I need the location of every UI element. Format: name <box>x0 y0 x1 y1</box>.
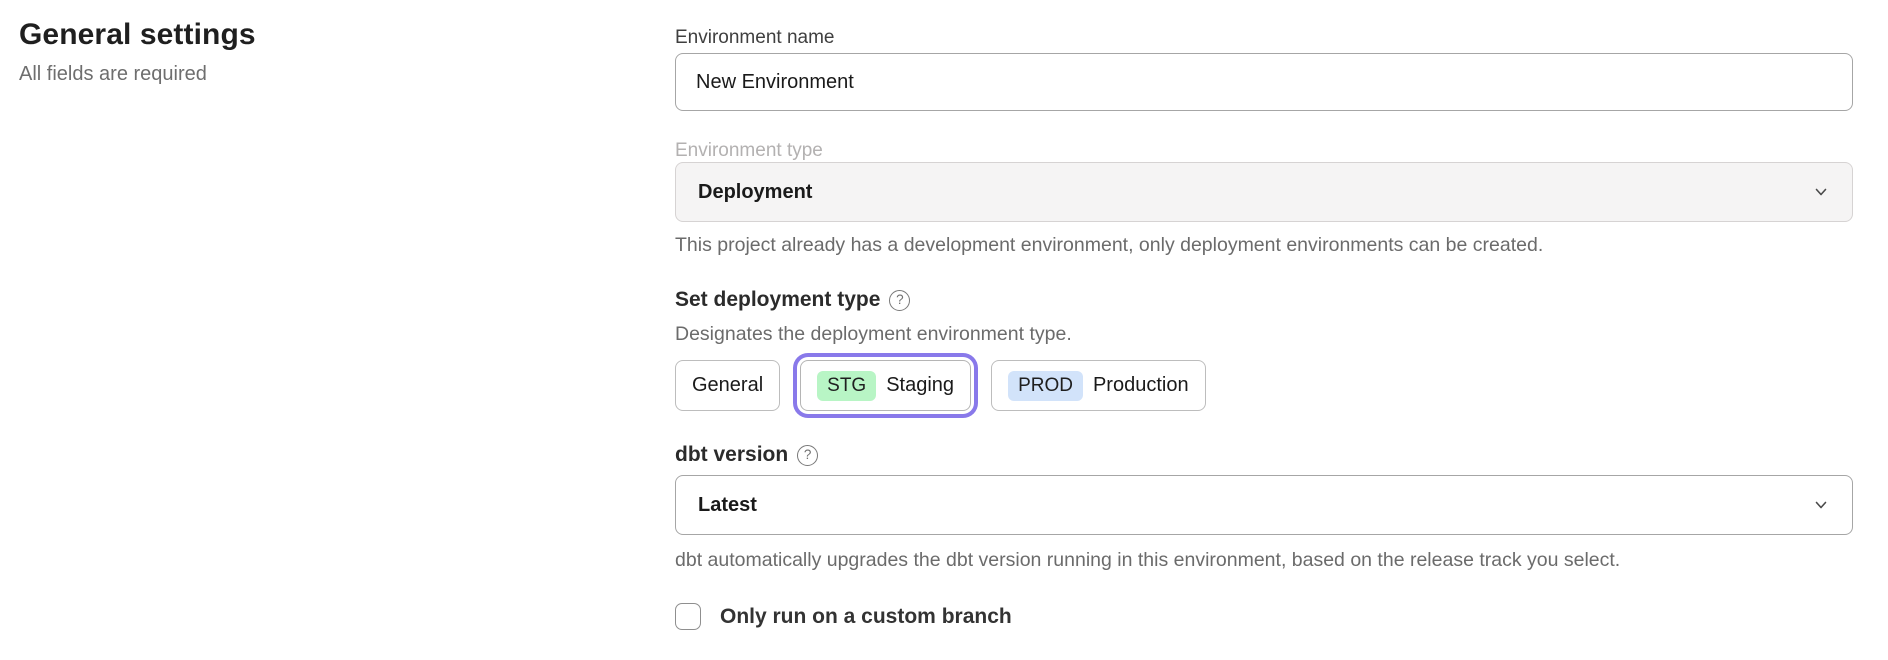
environment-type-label: Environment type <box>675 140 823 161</box>
deployment-type-options: General STG Staging PROD Production <box>675 360 1853 411</box>
custom-branch-label: Only run on a custom branch <box>720 604 1012 628</box>
environment-type-select[interactable]: Deployment <box>675 162 1853 222</box>
general-button-label: General <box>692 374 764 396</box>
production-badge: PROD <box>1008 370 1083 401</box>
help-icon[interactable]: ? <box>797 444 819 466</box>
dbt-version-helper: dbt automatically upgrades the dbt versi… <box>675 549 1621 571</box>
chevron-down-icon <box>1815 501 1827 509</box>
settings-intro: General settings All fields are required <box>19 18 579 86</box>
deployment-type-production-button[interactable]: PROD Production <box>991 360 1206 411</box>
dbt-version-value: Latest <box>698 493 757 516</box>
page-subtitle: All fields are required <box>19 63 207 85</box>
deployment-type-staging-button[interactable]: STG Staging <box>800 360 972 411</box>
page-title: General settings <box>19 18 256 51</box>
dbt-version-heading: dbt version ? <box>675 443 1853 467</box>
chevron-down-icon <box>1815 188 1827 196</box>
help-icon[interactable]: ? <box>889 289 911 311</box>
deployment-type-general-button[interactable]: General <box>675 360 781 411</box>
production-button-label: Production <box>1092 374 1189 396</box>
environment-type-helper: This project already has a development e… <box>675 234 1544 256</box>
custom-branch-checkbox[interactable] <box>675 603 701 630</box>
deployment-type-heading: Set deployment type ? <box>675 288 1853 312</box>
deployment-type-description: Designates the deployment environment ty… <box>675 323 1072 345</box>
environment-name-input[interactable] <box>675 53 1853 111</box>
deployment-type-heading-text: Set deployment type <box>675 288 881 311</box>
staging-badge: STG <box>817 370 877 401</box>
environment-name-label: Environment name <box>675 27 835 48</box>
staging-button-label: Staging <box>886 374 955 396</box>
environment-type-value: Deployment <box>698 180 813 203</box>
environment-form: Environment name Environment type Deploy… <box>675 18 1853 630</box>
dbt-version-select[interactable]: Latest <box>675 475 1853 535</box>
dbt-version-heading-text: dbt version <box>675 443 789 466</box>
custom-branch-row: Only run on a custom branch <box>675 603 1853 630</box>
